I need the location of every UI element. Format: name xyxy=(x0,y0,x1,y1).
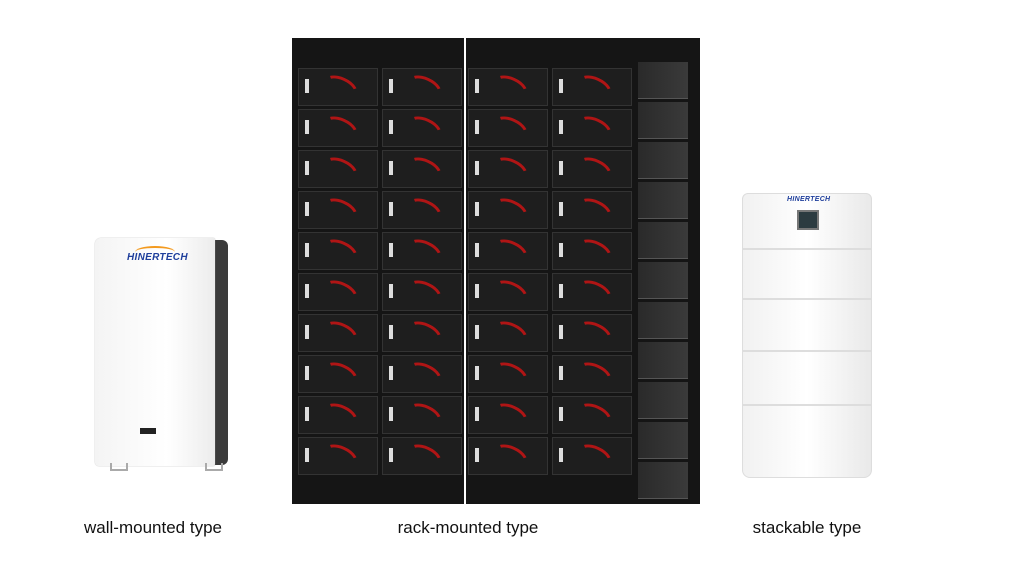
battery-module xyxy=(552,437,632,475)
battery-module xyxy=(552,232,632,270)
battery-module xyxy=(468,396,548,434)
battery-module xyxy=(552,109,632,147)
battery-module xyxy=(382,232,462,270)
battery-module xyxy=(382,396,462,434)
battery-module-column xyxy=(298,68,378,478)
battery-module xyxy=(468,109,548,147)
battery-module xyxy=(298,68,378,106)
battery-module xyxy=(382,437,462,475)
battery-module xyxy=(468,68,548,106)
battery-module xyxy=(382,191,462,229)
battery-module xyxy=(552,150,632,188)
battery-module xyxy=(552,314,632,352)
battery-module xyxy=(298,355,378,393)
battery-module xyxy=(382,150,462,188)
battery-module xyxy=(468,355,548,393)
battery-module xyxy=(298,273,378,311)
battery-module xyxy=(382,68,462,106)
stack-module xyxy=(742,249,872,299)
battery-module xyxy=(468,232,548,270)
battery-module xyxy=(298,150,378,188)
battery-module xyxy=(468,437,548,475)
battery-module-column xyxy=(382,68,462,478)
logo-arc xyxy=(135,246,175,258)
mount-foot xyxy=(205,463,223,471)
battery-module xyxy=(552,273,632,311)
stack-base-module xyxy=(742,405,872,478)
power-button-icon xyxy=(797,210,819,230)
brand-logo: HINERTECH xyxy=(787,196,831,203)
battery-module xyxy=(298,437,378,475)
battery-module xyxy=(298,314,378,352)
battery-display xyxy=(140,428,156,434)
battery-module xyxy=(298,109,378,147)
mount-foot xyxy=(110,463,128,471)
rack-side-panel xyxy=(638,62,688,502)
battery-module xyxy=(552,355,632,393)
battery-module xyxy=(298,232,378,270)
battery-module xyxy=(552,191,632,229)
battery-module xyxy=(382,273,462,311)
battery-module xyxy=(468,314,548,352)
battery-module xyxy=(298,191,378,229)
battery-module xyxy=(468,191,548,229)
stack-module xyxy=(742,299,872,351)
stack-control-module: HINERTECH xyxy=(742,193,872,249)
battery-module-column xyxy=(552,68,632,478)
stackable-label: stackable type xyxy=(752,518,862,537)
wall-mounted-label: wall-mounted type xyxy=(84,518,222,537)
battery-module xyxy=(468,150,548,188)
battery-module xyxy=(552,68,632,106)
battery-module xyxy=(298,396,378,434)
battery-module xyxy=(468,273,548,311)
battery-module xyxy=(382,355,462,393)
brand-logo: HINERTECH xyxy=(127,252,188,263)
stack-module xyxy=(742,351,872,405)
battery-module xyxy=(382,314,462,352)
battery-module xyxy=(382,109,462,147)
battery-module-column xyxy=(468,68,548,478)
rack-mounted-label: rack-mounted type xyxy=(397,518,539,537)
battery-module xyxy=(552,396,632,434)
